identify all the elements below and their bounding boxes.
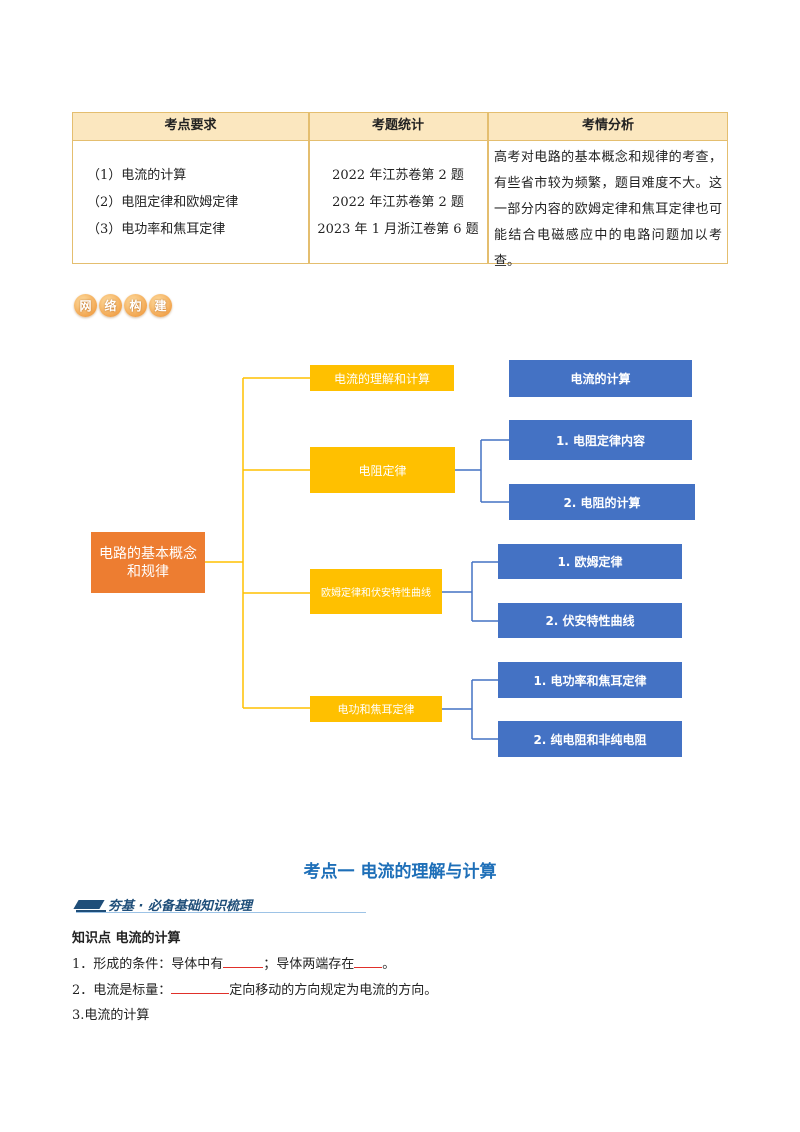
line-text: 1．形成的条件：导体中有	[72, 957, 224, 972]
banner-underline	[76, 912, 366, 913]
header-analysis: 考情分析	[581, 118, 634, 133]
line-text: 定向移动的方向规定为电流的方向。	[229, 983, 438, 998]
line-text: ；导体两端存在	[263, 957, 355, 972]
mindmap-branch-power: 电功和焦耳定律	[310, 696, 442, 722]
badge-char: 络	[99, 294, 122, 317]
mindmap-leaf: 1. 欧姆定律	[498, 544, 682, 579]
statistic-item: 2022 年江苏卷第 2 题	[332, 195, 464, 210]
mindmap-leaf: 2. 电阻的计算	[509, 484, 695, 520]
exam-requirements-table: 考点要求 考题统计 考情分析 （1）电流的计算 （2）电阻定律和欧姆定律 （3）…	[72, 112, 728, 269]
mindmap-leaf: 1. 电阻定律内容	[509, 420, 692, 460]
requirements-cell: （1）电流的计算 （2）电阻定律和欧姆定律 （3）电功率和焦耳定律	[87, 162, 238, 243]
statistic-item: 2022 年江苏卷第 2 题	[332, 168, 464, 183]
requirement-item: （3）电功率和焦耳定律	[87, 222, 226, 237]
fill-line-2: 2．电流是标量： 定向移动的方向规定为电流的方向。	[72, 979, 437, 998]
mindmap-branch-current: 电流的理解和计算	[310, 365, 454, 391]
header-statistics: 考题统计	[371, 118, 424, 133]
section-title: 考点一 电流的理解与计算	[303, 862, 497, 882]
badge-char: 网	[74, 294, 97, 317]
requirement-item: （2）电阻定律和欧姆定律	[87, 195, 239, 210]
line-text: 。	[382, 957, 396, 972]
mindmap-branch-resistance: 电阻定律	[310, 447, 455, 493]
fill-line-3: 3.电流的计算	[72, 1008, 150, 1023]
table-header-row	[73, 113, 727, 141]
analysis-cell: 高考对电路的基本概念和规律的考查，有些省市较为频繁，题目难度不大。这一部分内容的…	[494, 150, 722, 269]
badge-char: 建	[149, 294, 172, 317]
mindmap-leaf: 2. 纯电阻和非纯电阻	[498, 721, 682, 757]
banner-text: 夯基 · 必备基础知识梳理	[108, 899, 252, 914]
answer-blank[interactable]	[354, 955, 383, 968]
mindmap-leaf: 1. 电功率和焦耳定律	[498, 662, 682, 698]
banner-bar	[73, 900, 105, 909]
answer-blank[interactable]	[223, 955, 264, 968]
column-divider	[487, 113, 489, 263]
banner-accent	[76, 910, 106, 912]
badge-char: 构	[124, 294, 147, 317]
section-banner: 夯基 · 必备基础知识梳理	[73, 893, 366, 917]
fill-line-1: 1．形成的条件：导体中有 ；导体两端存在 。	[72, 953, 395, 972]
mindmap-leaf: 电流的计算	[509, 360, 692, 397]
network-construction-badge: 网 络 构 建	[74, 290, 172, 322]
mindmap-root: 电路的基本概念和规律	[91, 532, 205, 593]
answer-blank[interactable]	[171, 981, 230, 994]
requirement-item: （1）电流的计算	[87, 168, 187, 183]
column-divider	[308, 113, 310, 263]
mindmap-branch-ohm: 欧姆定律和伏安特性曲线	[310, 569, 442, 614]
knowledge-point-heading: 知识点 电流的计算	[72, 931, 181, 946]
line-text: 2．电流是标量：	[72, 983, 172, 998]
statistic-item: 2023 年 1 月浙江卷第 6 题	[317, 222, 479, 237]
mindmap-leaf: 2. 伏安特性曲线	[498, 603, 682, 638]
header-requirements: 考点要求	[164, 118, 217, 133]
statistics-cell: 2022 年江苏卷第 2 题 2022 年江苏卷第 2 题 2023 年 1 月…	[309, 162, 487, 243]
